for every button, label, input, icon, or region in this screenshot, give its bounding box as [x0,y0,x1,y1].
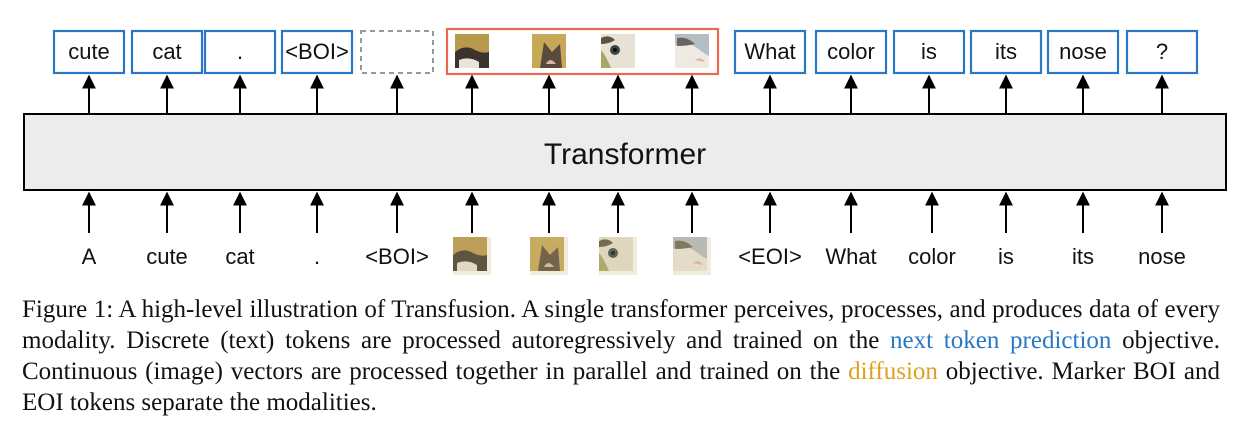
output-token-box [969,29,1043,75]
output-token-box [280,29,354,75]
input-token-label: cute [146,244,188,269]
input-token-label: its [1072,244,1094,269]
input-image-patch [599,237,637,275]
input-token-label: is [998,244,1014,269]
input-image-noise [453,237,491,275]
input-token-label: A [82,244,97,269]
input-image-patch [530,237,568,275]
input-image-noise [599,237,637,275]
caption-next-token-prediction: next token prediction [890,327,1112,354]
output-token-label: ? [1156,39,1168,64]
output-token-box [814,29,888,75]
output-token-row: cute cat. <BOI> What color is its nose? [52,27,1199,76]
input-token-label: <BOI> [365,244,429,269]
output-token-label: nose [1059,39,1107,64]
caption-text-2: objective. Continuous (image) vectors ar… [22,327,1220,385]
input-token-label: cat [225,244,254,269]
transformer-block [23,113,1227,191]
output-arrows [82,74,1169,114]
output-token-label: cat [152,39,181,64]
output-image-patch [532,34,566,68]
caption-text-3: objective. Marker BOI and EOI tokens sep… [22,358,1220,416]
input-image-patch [673,237,711,275]
output-placeholder-box [360,30,434,74]
caption-diffusion: diffusion [848,358,938,385]
input-token-label: nose [1138,244,1186,269]
caption-text-1: Figure 1: A high-level illustration of T… [22,296,1220,354]
figure-caption: Figure 1: A high-level illustration of T… [22,294,1220,418]
input-token-label: . [314,244,320,269]
output-token-box [733,29,807,75]
transformer-label: Transformer [544,138,706,171]
input-token-label: color [908,244,956,269]
output-token-label: is [921,39,937,64]
output-image-group-box [445,27,720,76]
output-token-box [203,29,277,75]
input-image-patch [453,237,491,275]
output-token-box [892,29,966,75]
input-arrows [82,191,1169,233]
output-image-patch [675,34,709,68]
transfusion-diagram: cute cat. <BOI> What color is its nose? Transfo… [23,27,1227,275]
output-token-box [1125,29,1199,75]
output-token-label: color [827,39,875,64]
output-token-box [130,29,204,75]
output-token-label: . [237,39,243,64]
output-image-patch [601,34,635,68]
output-image-patch [455,34,489,68]
output-token-box [1046,29,1120,75]
output-token-box [52,29,126,75]
output-token-label: cute [68,39,110,64]
input-token-label: What [825,244,876,269]
input-image-noise [530,237,568,275]
input-image-noise [673,237,711,275]
input-token-label: <EOI> [738,244,802,269]
output-token-label: What [744,39,795,64]
output-token-label: its [995,39,1017,64]
output-token-label: <BOI> [285,39,349,64]
